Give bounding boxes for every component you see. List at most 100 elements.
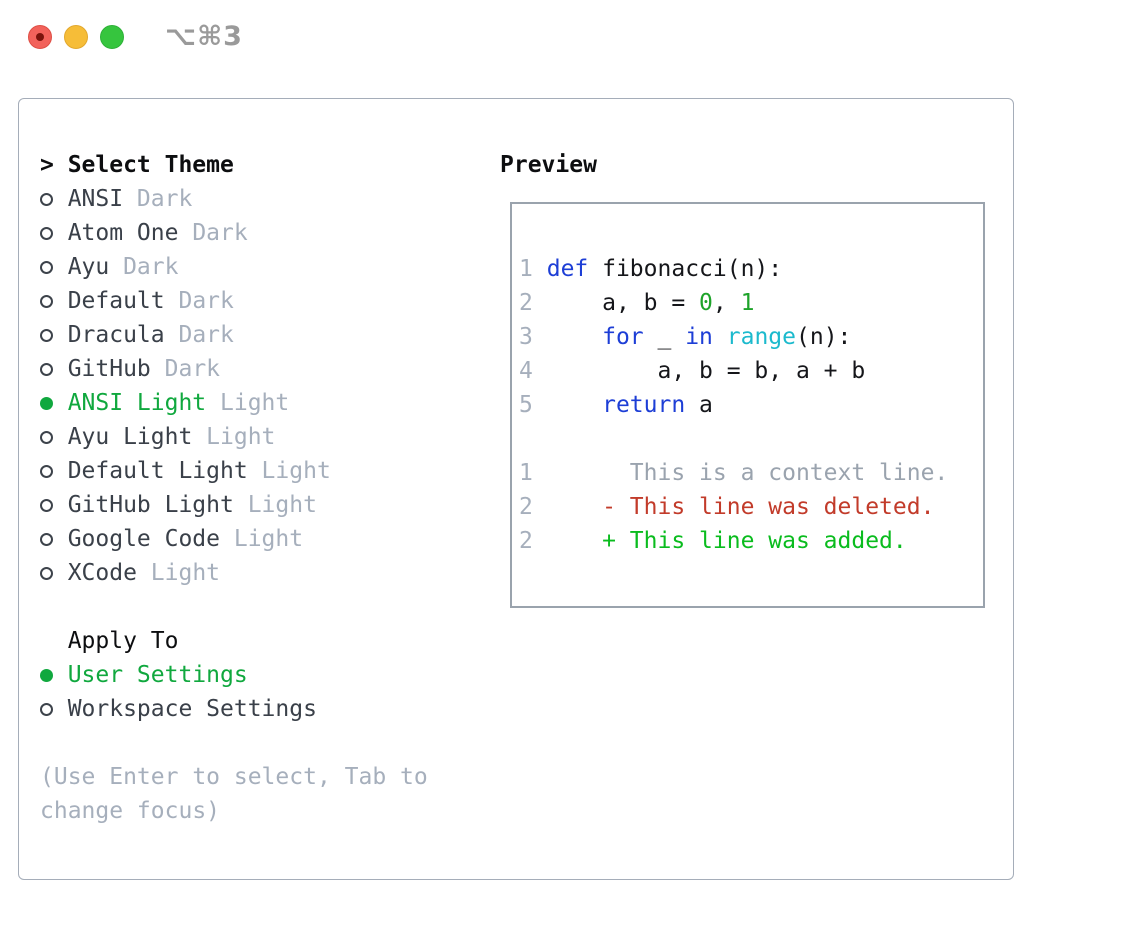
radio-icon [40,464,53,478]
help-text-line-2: change focus) [40,798,221,824]
theme-option-ayu-light[interactable]: Ayu Light Light [40,420,428,454]
radio-icon [40,226,53,240]
theme-variant-badge: Light [247,458,331,484]
theme-option-github[interactable]: GitHub Dark [40,352,428,386]
code-token: 0 [699,290,713,316]
theme-variant-badge: Light [233,492,317,518]
code-line-4: 4 a, b = b, a + b [519,354,948,388]
radio-icon [40,498,53,512]
code-line-1: 1 def fibonacci(n): [519,252,948,286]
help-text-line-1: (Use Enter to select, Tab to [40,764,428,790]
theme-name: GitHub Light [67,492,234,518]
theme-name: Ayu [67,254,110,280]
code-token [533,256,547,282]
radio-icon [40,566,53,580]
preview-title: Preview [500,152,597,178]
theme-variant-badge: Dark [150,356,221,382]
code-line-5: 5 return a [519,388,948,422]
code-token: - This line was deleted. [602,494,935,520]
code-token: This is a context line. [532,460,949,486]
theme-variant-badge: Dark [123,186,193,212]
theme-list-header-row: > Select Theme [40,148,428,182]
apply-option-label: Workspace Settings [67,696,317,722]
radio-icon [40,328,53,342]
close-button[interactable] [28,25,52,49]
theme-option-default[interactable]: Default Dark [40,284,428,318]
theme-name: Dracula [67,322,165,348]
theme-variant-badge: Dark [178,220,248,246]
code-line-2: 2 a, b = 0, 1 [519,286,948,320]
code-line-3: 3 for _ in range(n): [519,320,948,354]
theme-option-github-light[interactable]: GitHub Light Light [40,488,428,522]
radio-icon [40,294,53,308]
code-token: 1 [740,290,755,316]
apply-option-label: User Settings [67,662,248,688]
theme-name: Ayu Light [67,424,193,450]
code-token: a, b = [532,290,700,316]
focus-pointer-icon: > [40,152,54,178]
radio-icon [40,192,53,206]
code-line-8: 2 - This line was deleted. [519,490,948,524]
code-token: + This line was added. [602,528,907,554]
theme-name: Atom One [67,220,179,246]
radio-icon [40,702,53,716]
code-token: (n): [796,324,852,350]
code-token [533,324,602,350]
radio-icon [40,532,53,546]
theme-option-default-light[interactable]: Default Light Light [40,454,428,488]
code-token: a, b = b, a + b [532,358,866,384]
apply-option-workspace-settings[interactable]: Workspace Settings [40,692,428,726]
line-number: 2 [519,528,533,554]
minimize-button[interactable] [64,25,88,49]
code-token: in [685,324,713,350]
theme-name: GitHub [67,356,151,382]
theme-option-google-code[interactable]: Google Code Light [40,522,428,556]
line-number: 2 [519,494,533,520]
zoom-button[interactable] [100,25,124,49]
line-number: 4 [519,358,533,384]
code-line-6 [519,422,948,456]
code-token: for [602,324,644,350]
radio-selected-icon [40,396,53,410]
theme-variant-badge: Dark [109,254,179,280]
code-token: fibonacci(n): [588,256,783,282]
apply-to-title: Apply To [67,628,179,654]
radio-icon [40,430,53,444]
keyboard-shortcut-label: ⌥⌘3 [165,21,243,52]
line-number: 1 [519,460,533,486]
radio-selected-icon [40,668,53,682]
code-token [713,324,727,350]
theme-list-title: Select Theme [67,152,234,178]
titlebar: ⌥⌘3 [0,0,1140,74]
radio-icon [40,260,53,274]
theme-variant-badge: Light [136,560,221,586]
apply-option-user-settings[interactable]: User Settings [40,658,428,692]
spacer [40,590,428,624]
theme-name: ANSI Light [67,390,207,416]
theme-option-ayu[interactable]: Ayu Dark [40,250,428,284]
code-token: def [546,256,589,282]
code-line-9: 2 + This line was added. [519,524,948,558]
theme-name: ANSI [67,186,124,212]
code-token [533,528,602,554]
line-number: 1 [519,256,533,282]
line-number: 2 [519,290,533,316]
apply-to-header-row: Apply To [40,624,428,658]
theme-option-ansi-light[interactable]: ANSI Light Light [40,386,428,420]
code-token: _ [643,324,686,350]
theme-option-xcode[interactable]: XCode Light [40,556,428,590]
theme-option-dracula[interactable]: Dracula Dark [40,318,428,352]
theme-variant-badge: Light [220,526,304,552]
theme-name: Default [67,288,165,314]
theme-variant-badge: Dark [164,322,234,348]
code-token: return [602,392,686,418]
theme-option-ansi[interactable]: ANSI Dark [40,182,428,216]
theme-option-atom-one[interactable]: Atom One Dark [40,216,428,250]
code-token: a [685,392,713,418]
